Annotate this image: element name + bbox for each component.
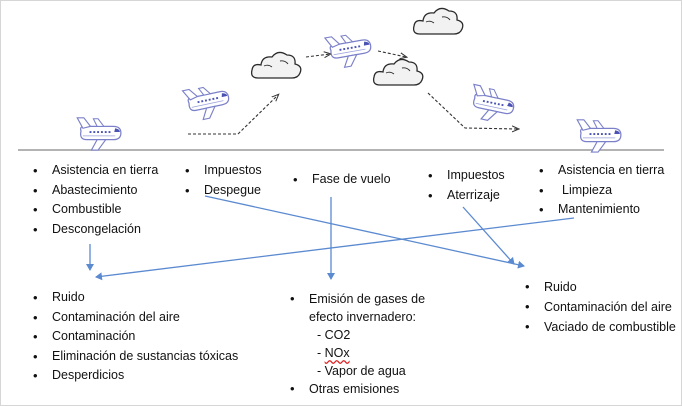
list-item-sub: - NOx xyxy=(287,344,425,362)
list-item: Aterrizaje xyxy=(425,186,505,206)
airplane-icon xyxy=(181,81,233,124)
list-item: Contaminación xyxy=(30,327,238,347)
list-item: Impuestos xyxy=(425,166,505,186)
list-item-sub: - CO2 xyxy=(317,328,351,342)
list-item: Fase de vuelo xyxy=(290,170,391,190)
sub-prefix: - xyxy=(317,346,325,360)
list-item: Despegue xyxy=(182,181,262,201)
airplane-icon xyxy=(576,119,622,153)
list-item: Abastecimiento xyxy=(30,181,158,201)
arrow-arrival-to-left xyxy=(95,217,575,281)
list-item: Asistencia en tierra xyxy=(30,161,158,181)
list-item: Descongelación xyxy=(30,220,158,240)
stage-ground-departure-list: Asistencia en tierra Abastecimiento Comb… xyxy=(30,161,158,239)
list-item: Desperdicios xyxy=(30,366,238,386)
list-item: Emisión de gases de xyxy=(287,290,425,308)
stage-flight-list: Fase de vuelo xyxy=(290,170,391,190)
impacts-left-list: Ruido Contaminación del aire Contaminaci… xyxy=(30,288,238,386)
list-item: Ruido xyxy=(522,277,676,297)
cloud-icon xyxy=(412,7,464,35)
arrow-landing-to-right xyxy=(462,206,515,265)
path-descent-arrow xyxy=(427,92,518,129)
stage-ground-arrival-list: Asistencia en tierra Limpieza Mantenimie… xyxy=(536,161,664,220)
impacts-right-list: Ruido Contaminación del aire Vaciado de … xyxy=(522,277,676,337)
airplane-icon xyxy=(76,117,122,151)
arrow-takeoff-to-right xyxy=(204,195,525,269)
list-item: Limpieza xyxy=(536,181,664,201)
list-item: Ruido xyxy=(30,288,238,308)
airplane-icon xyxy=(324,29,375,71)
list-item: Mantenimiento xyxy=(536,200,664,220)
airplane-icon xyxy=(466,83,518,126)
list-item: Contaminación del aire xyxy=(522,297,676,317)
list-item: Contaminación del aire xyxy=(30,308,238,328)
cloud-icon xyxy=(372,58,424,86)
path-climb-arrow xyxy=(188,95,278,135)
list-item: Combustible xyxy=(30,200,158,220)
emission-heading-line2: efecto invernadero: xyxy=(309,310,417,324)
list-item: Vaciado de combustible xyxy=(522,317,676,337)
list-item-sub: - Vapor de agua xyxy=(317,364,406,378)
stage-landing-list: Impuestos Aterrizaje xyxy=(425,166,505,205)
stage-takeoff-list: Impuestos Despegue xyxy=(182,161,262,200)
path-cruise-arrow-1 xyxy=(305,54,330,57)
list-item: Impuestos xyxy=(182,161,262,181)
cloud-icon xyxy=(250,51,302,79)
nox-label: NOx xyxy=(324,346,350,360)
impacts-middle-list: Emisión de gases de efecto invernadero: … xyxy=(287,290,425,398)
list-item-continuation: efecto invernadero: xyxy=(287,308,425,326)
path-cruise-arrow-2 xyxy=(377,50,406,57)
emission-heading-line1: Emisión de gases de xyxy=(309,292,426,306)
list-item: Asistencia en tierra xyxy=(536,161,664,181)
list-item: Eliminación de sustancias tóxicas xyxy=(30,347,238,367)
list-item: Otras emisiones xyxy=(287,380,425,398)
